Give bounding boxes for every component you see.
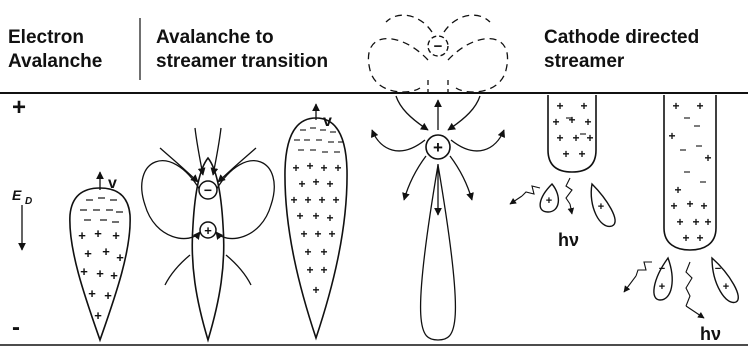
svg-text:+: + (580, 99, 587, 113)
svg-text:+: + (686, 197, 693, 211)
svg-text:+: + (700, 199, 707, 213)
svg-text:+: + (102, 244, 110, 259)
svg-text:+: + (300, 227, 307, 241)
svg-text:−: − (715, 263, 721, 275)
field-subscript: D (25, 196, 32, 207)
photon-label: hν (558, 230, 579, 250)
svg-text:+: + (204, 223, 212, 238)
svg-text:+: + (304, 245, 311, 259)
svg-text:+: + (312, 283, 319, 297)
svg-text:+: + (304, 193, 311, 207)
svg-text:+: + (334, 161, 341, 175)
svg-text:+: + (704, 215, 711, 229)
svg-text:+: + (568, 113, 575, 127)
svg-text:+: + (556, 131, 563, 145)
svg-text:+: + (296, 209, 303, 223)
field-label: E (12, 187, 22, 203)
svg-text:+: + (572, 131, 579, 145)
svg-text:+: + (306, 159, 313, 173)
svg-text:−: − (204, 182, 212, 198)
svg-text:+: + (320, 263, 327, 277)
svg-text:+: + (672, 99, 679, 113)
svg-text:+: + (110, 268, 118, 283)
svg-text:+: + (598, 201, 604, 213)
svg-text:+: + (320, 161, 327, 175)
svg-text:+: + (88, 286, 96, 301)
space-charge-field (368, 15, 507, 340)
svg-text:+: + (112, 228, 120, 243)
svg-text:+: + (586, 131, 593, 145)
streamer-onset: v ++++ +++ ++++ +++ +++ ++ ++ + (285, 104, 347, 338)
svg-text:+: + (306, 263, 313, 277)
electron-avalanche-drop: v +++ +++ +++ ++ + (70, 172, 130, 340)
svg-text:hν: hν (700, 324, 721, 344)
svg-text:+: + (298, 177, 305, 191)
svg-text:+: + (326, 177, 333, 191)
svg-text:+: + (80, 264, 88, 279)
svg-text:+: + (94, 226, 102, 241)
svg-text:v: v (323, 113, 332, 130)
svg-text:+: + (94, 308, 102, 323)
svg-text:+: + (692, 215, 699, 229)
svg-text:+: + (312, 209, 319, 223)
svg-text:+: + (584, 115, 591, 129)
svg-text:+: + (332, 193, 339, 207)
svg-text:+: + (314, 227, 321, 241)
cathode-streamer-long: ++ ++ + +++ +++ ++ − + − + hν (624, 95, 738, 344)
svg-text:+: + (682, 231, 689, 245)
positive-charge-center: + (200, 222, 216, 238)
svg-text:+: + (84, 246, 92, 261)
cathode-streamer-short: ++ +++ +++ ++ + + hν (510, 95, 615, 250)
svg-text:+: + (546, 195, 552, 207)
svg-text:+: + (104, 288, 112, 303)
svg-text:−: − (434, 38, 443, 55)
svg-text:+: + (292, 161, 299, 175)
dipole-negative-head: − (428, 36, 448, 56)
negative-charge-center: − (199, 181, 217, 199)
svg-text:+: + (433, 138, 443, 157)
svg-text:+: + (562, 147, 569, 161)
svg-text:+: + (96, 266, 104, 281)
svg-text:+: + (696, 231, 703, 245)
dipole-positive-head: + (426, 135, 450, 159)
svg-text:+: + (78, 228, 86, 243)
svg-text:+: + (318, 193, 325, 207)
svg-text:+: + (326, 211, 333, 225)
svg-text:+: + (312, 175, 319, 189)
svg-text:+: + (670, 199, 677, 213)
svg-text:+: + (668, 129, 675, 143)
svg-text:+: + (704, 151, 711, 165)
svg-text:+: + (290, 193, 297, 207)
svg-text:+: + (328, 227, 335, 241)
velocity-label: v (108, 175, 117, 192)
svg-text:+: + (552, 115, 559, 129)
field-arrow: E D (12, 187, 32, 250)
svg-text:+: + (676, 215, 683, 229)
svg-text:+: + (116, 250, 124, 265)
svg-text:+: + (674, 183, 681, 197)
svg-text:−: − (659, 263, 665, 275)
svg-text:+: + (659, 281, 665, 293)
svg-text:+: + (578, 147, 585, 161)
svg-text:+: + (723, 281, 729, 293)
svg-text:+: + (320, 245, 327, 259)
svg-text:+: + (556, 99, 563, 113)
svg-text:+: + (696, 99, 703, 113)
